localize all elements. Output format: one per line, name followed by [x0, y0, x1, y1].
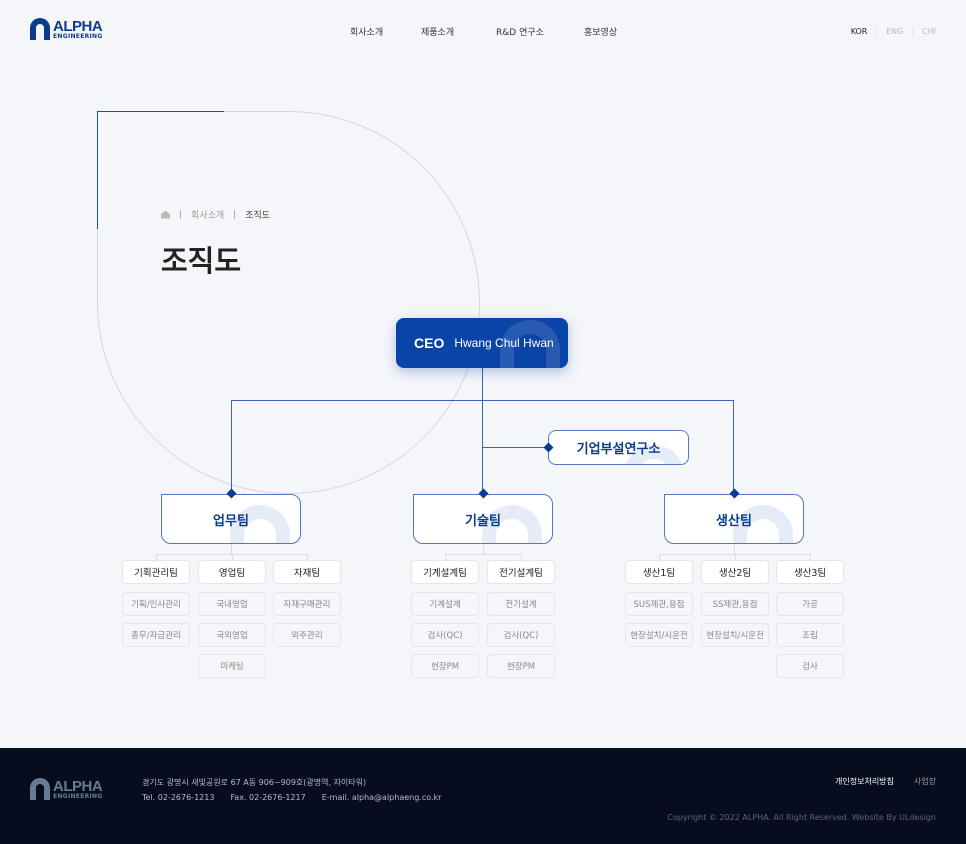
duty-item: 검사(QC)	[411, 623, 479, 647]
duty-item: 조립	[776, 623, 844, 647]
breadcrumb-parent[interactable]: 회사소개	[191, 211, 225, 221]
logo-mark-icon	[30, 778, 50, 800]
privacy-policy-link[interactable]: 개인정보처리방침	[835, 777, 894, 786]
connector	[232, 554, 233, 560]
logo-mark-icon	[733, 505, 793, 543]
duty-item: 현장설치/시운전	[625, 623, 693, 647]
duty-item: 마케팅	[198, 654, 266, 678]
connector	[156, 554, 307, 555]
duty-item: 국외영업	[198, 623, 266, 647]
page-title: 조직도	[161, 244, 242, 278]
duty-item: 국내영업	[198, 592, 266, 616]
sub-team-box: 생산3팀	[776, 560, 844, 584]
duty-item: 가공	[776, 592, 844, 616]
connector	[231, 400, 232, 494]
connector	[521, 554, 522, 560]
sub-team-box: 생산2팀	[701, 560, 769, 584]
duty-item: 기획/인사관리	[122, 592, 190, 616]
duty-item: 총무/자금관리	[122, 623, 190, 647]
connector	[307, 554, 308, 560]
sub-team-box: 영업팀	[198, 560, 266, 584]
lab-box: 기업부설연구소	[548, 430, 689, 465]
logo-mark-icon	[500, 320, 560, 368]
decorative-arc	[97, 111, 480, 494]
team-box: 기술팀	[413, 494, 553, 544]
footer-email: E-mail. alpha@alphaeng.co.kr	[321, 793, 442, 802]
connector	[445, 554, 446, 560]
team-box: 업무팀	[161, 494, 301, 544]
footer	[0, 748, 966, 844]
footer-tel: Tel. 02-2676-1213	[142, 793, 215, 802]
duty-item: SUS제관,용접	[625, 592, 693, 616]
connector	[734, 544, 735, 554]
connector	[482, 368, 483, 494]
sub-team-box: 전기설계팀	[487, 560, 555, 584]
team-box: 생산팀	[664, 494, 804, 544]
sub-team-box: 기계설계팀	[411, 560, 479, 584]
duty-item: 외주관리	[273, 623, 341, 647]
duty-item: 전기설계	[487, 592, 555, 616]
connector	[445, 554, 521, 555]
connector	[659, 554, 810, 555]
duty-item: 기계설계	[411, 592, 479, 616]
breadcrumb-current: 조직도	[245, 211, 271, 221]
connector	[483, 544, 484, 554]
sub-team-box: 자재팀	[273, 560, 341, 584]
business-site-link[interactable]: 사업장	[913, 777, 936, 786]
duty-item: 현장PM	[411, 654, 479, 678]
connector	[482, 447, 548, 448]
connector	[231, 544, 232, 554]
connector	[156, 554, 157, 560]
breadcrumb: | 회사소개| 조직도	[161, 208, 270, 221]
duty-item: 자재구매관리	[273, 592, 341, 616]
lang-chi[interactable]: CHI	[922, 27, 936, 36]
footer-address: 경기도 광명시 새빛공원로 67 A동 906~909호(광명역, 자이타워)	[142, 778, 367, 787]
connector	[735, 554, 736, 560]
footer-fax: Fax. 02-2676-1217	[230, 793, 306, 802]
duty-item: 검사(QC)	[487, 623, 555, 647]
language-switcher: KOR| ENG| CHI	[850, 27, 936, 36]
nav-video[interactable]: 홍보영상	[584, 28, 618, 38]
lang-eng[interactable]: ENG	[886, 27, 904, 36]
nav-rnd[interactable]: R&D 연구소	[496, 28, 544, 38]
duty-item: SS제관,용접	[701, 592, 769, 616]
lang-kor[interactable]: KOR	[850, 27, 868, 36]
accent-line	[97, 111, 224, 112]
duty-item: 현장설치/시운전	[701, 623, 769, 647]
accent-line	[97, 111, 98, 229]
duty-item: 검사	[776, 654, 844, 678]
nav-company[interactable]: 회사소개	[350, 28, 384, 38]
connector	[231, 400, 734, 401]
sub-team-box: 생산1팀	[625, 560, 693, 584]
nav-products[interactable]: 제품소개	[421, 28, 455, 38]
duty-item: 현장PM	[487, 654, 555, 678]
logo-mark-icon	[30, 18, 50, 40]
copyright: Copyright © 2022 ALPHA. All Right Reserv…	[667, 813, 936, 822]
home-icon[interactable]	[161, 210, 170, 219]
connector	[810, 554, 811, 560]
connector	[733, 400, 734, 494]
sub-team-box: 기획관리팀	[122, 560, 190, 584]
connector	[659, 554, 660, 560]
